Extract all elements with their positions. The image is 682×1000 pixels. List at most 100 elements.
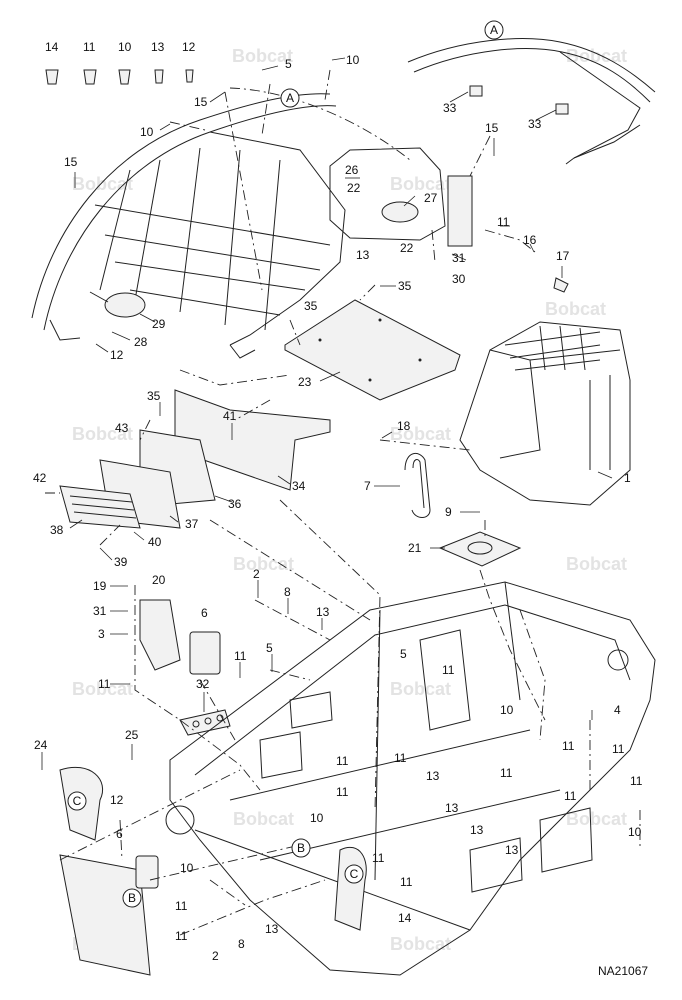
watermark: Bobcat [72, 424, 133, 444]
ref-c-right: C [350, 867, 359, 881]
panel-23 [284, 299, 461, 401]
callout: 10 [346, 53, 360, 67]
part-13-plug [154, 69, 164, 84]
watermark: Bobcat [233, 809, 294, 829]
callout: 13 [445, 801, 459, 815]
lower-left-panels [59, 766, 367, 976]
callout: 11 [500, 766, 513, 780]
callout: 6 [116, 827, 123, 841]
part-17-knob [553, 277, 569, 293]
callout: 31 [93, 604, 107, 618]
callout: 11 [83, 40, 96, 54]
callout: 5 [400, 647, 407, 661]
watermark: Bobcat [390, 174, 451, 194]
callout: 22 [347, 181, 361, 195]
callout: 11 [394, 751, 407, 765]
callout: 6 [201, 606, 208, 620]
callout: 43 [115, 421, 129, 435]
ref-b-panel: B [128, 891, 136, 905]
callout: 13 [316, 605, 330, 619]
part-21-plate [438, 531, 522, 567]
lower-left-panel [59, 854, 151, 976]
callout: 24 [34, 738, 48, 752]
part-11-cap [83, 69, 97, 85]
callout: 4 [614, 703, 621, 717]
floor-plate [284, 299, 461, 401]
callout: 29 [152, 317, 166, 331]
callout: 35 [398, 279, 412, 293]
callout: 10 [140, 125, 154, 139]
callout: 41 [223, 409, 237, 423]
part-31-panel [447, 175, 473, 247]
callout: 14 [45, 40, 59, 54]
drawing-code: NA21067 [598, 964, 648, 978]
watermark: Bobcat [545, 299, 606, 319]
callout: 2 [253, 567, 260, 581]
callout: 7 [364, 479, 371, 493]
callout: 11 [497, 215, 510, 229]
callout: 28 [134, 335, 148, 349]
callout: 5 [266, 641, 273, 655]
callout: 13 [426, 769, 440, 783]
callout: 11 [234, 649, 247, 663]
callout: 14 [398, 911, 412, 925]
reference-circles: A A B B C C [67, 20, 504, 908]
callout: 27 [424, 191, 438, 205]
callout: 11 [630, 774, 643, 788]
callout: 19 [93, 579, 107, 593]
callout: 35 [304, 299, 318, 313]
callout: 20 [152, 573, 166, 587]
callout: 12 [110, 793, 124, 807]
callout-labels: 14 11 10 13 12 5 10 15 10 33 33 15 15 26… [33, 40, 643, 963]
callout: 25 [125, 728, 139, 742]
callout: 40 [148, 535, 162, 549]
watermark: Bobcat [566, 554, 627, 574]
callout: 31 [452, 251, 466, 265]
callout: 33 [528, 117, 542, 131]
callout: 11 [372, 851, 385, 865]
callout: 8 [284, 585, 291, 599]
callout: 15 [485, 121, 499, 135]
part-33-grommet [555, 103, 569, 115]
callout: 17 [556, 249, 570, 263]
ref-a-top: A [490, 23, 498, 37]
roof-panel-assembly [31, 93, 346, 359]
watermark: Bobcat [232, 46, 293, 66]
callout: 11 [400, 875, 413, 889]
callout: 10 [628, 825, 642, 839]
ref-b-chassis: B [297, 841, 305, 855]
callout: 10 [118, 40, 132, 54]
callout: 32 [196, 677, 210, 691]
callout: 9 [445, 505, 452, 519]
watermark: Bobcat [566, 809, 627, 829]
callout: 10 [500, 703, 514, 717]
callout: 5 [285, 57, 292, 71]
callout: 11 [336, 785, 349, 799]
watermark: Bobcat [72, 174, 133, 194]
callout: 13 [470, 823, 484, 837]
callout: 38 [50, 523, 64, 537]
callout: 2 [212, 949, 219, 963]
ref-a-roof: A [286, 91, 294, 105]
callout: 22 [400, 241, 414, 255]
watermark: Bobcat [390, 424, 451, 444]
callout: 33 [443, 101, 457, 115]
part-6-box [189, 631, 221, 675]
callout: 12 [182, 40, 196, 54]
callout: 16 [523, 233, 537, 247]
callout: 12 [110, 348, 124, 362]
callout: 36 [228, 497, 242, 511]
part-14-cap [45, 69, 59, 85]
callout: 11 [98, 677, 111, 691]
part-20-bracket [139, 599, 181, 671]
callout: 11 [562, 739, 575, 753]
hardware-row-top [45, 69, 194, 85]
part-12-plug [185, 69, 194, 83]
callout: 30 [452, 272, 466, 286]
part-29-mirror [104, 292, 146, 318]
callout: 23 [298, 375, 312, 389]
callout: 11 [442, 663, 455, 677]
callout: 35 [147, 389, 161, 403]
watermark: Bobcat [233, 554, 294, 574]
